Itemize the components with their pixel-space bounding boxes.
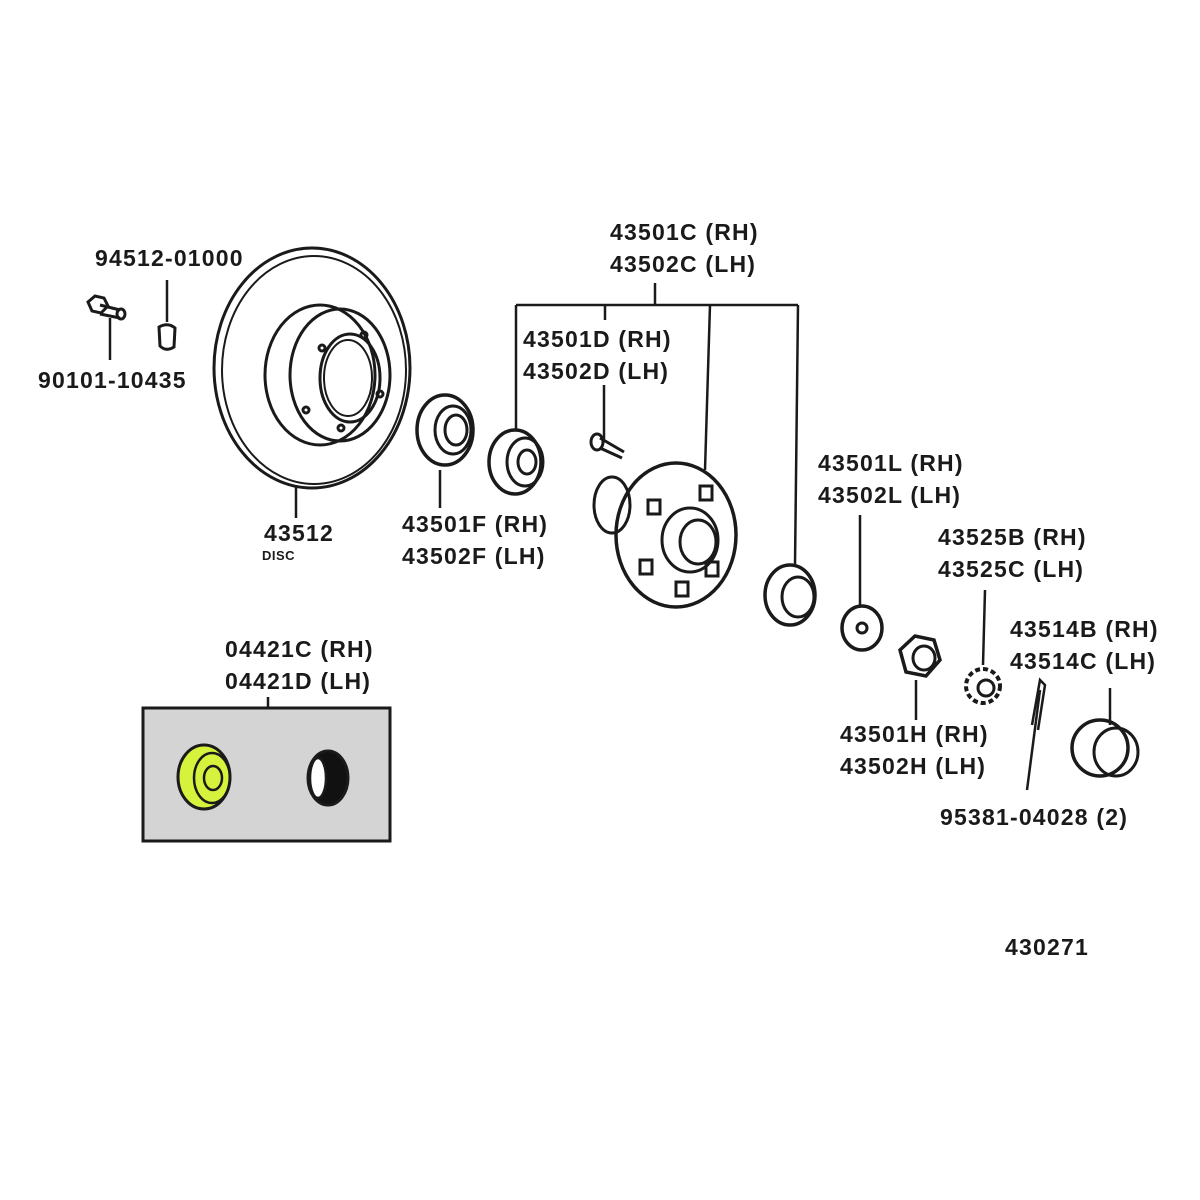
brake-disc-icon [212,246,412,490]
inner-bearing-icon [487,428,545,496]
label-lh: 43502F (LH) [402,543,546,569]
bolt-icon [86,294,127,321]
label-disc-number: 43512 [264,520,334,546]
clip-icon [157,323,177,351]
cotter-pin-icon [1030,677,1047,731]
label-grease-cap: 43514B (RH) 43514C (LH) [1010,613,1159,677]
label-rh: 43501F (RH) [402,511,549,537]
label-nut: 43501H (RH) 43502H (LH) [840,718,989,782]
label-hub-assembly: 43501C (RH) 43502C (LH) [610,216,759,280]
nut-icon [898,634,942,678]
label-rh: 43525B (RH) [938,524,1087,550]
label-rh: 43501C (RH) [610,219,759,245]
label-lh: 43525C (LH) [938,556,1085,582]
diagram-id: 430271 [1005,934,1089,960]
label-rh: 04421C (RH) [225,636,374,662]
label-lh: 43502H (LH) [840,753,987,779]
hub-bolt-icon [589,432,625,460]
lock-cap-icon [964,667,1002,705]
grease-cap-icon [1070,718,1140,778]
label-bolt: 90101-10435 [38,367,187,393]
label-lh: 43502C (LH) [610,251,757,277]
label-cotter-pin: 95381-04028 (2) [940,804,1129,830]
label-lh: 43502L (LH) [818,482,962,508]
label-clip: 94512-01000 [95,245,244,271]
label-washer: 43501L (RH) 43502L (LH) [818,447,964,511]
label-rh: 43501H (RH) [840,721,989,747]
label-rh: 43501D (RH) [523,326,672,352]
label-hub-bolt: 43501D (RH) 43502D (LH) [523,323,672,387]
hub-icon [592,461,738,609]
label-rh: 43501L (RH) [818,450,964,476]
washer-icon [840,604,884,652]
label-inner-seal: 43501F (RH) 43502F (LH) [402,508,548,572]
label-bearing-kit: 04421C (RH) 04421D (LH) [225,633,374,697]
outer-bearing-icon [763,563,817,627]
label-lh: 04421D (LH) [225,668,372,694]
label-lh: 43502D (LH) [523,358,670,384]
label-rh: 43514B (RH) [1010,616,1159,642]
label-lock-cap: 43525B (RH) 43525C (LH) [938,521,1087,585]
label-lh: 43514C (LH) [1010,648,1157,674]
leader-lines [108,280,1112,791]
seal-icon [415,393,475,467]
label-disc-name: DISC [262,548,296,563]
bearing-kit-box [141,706,392,843]
